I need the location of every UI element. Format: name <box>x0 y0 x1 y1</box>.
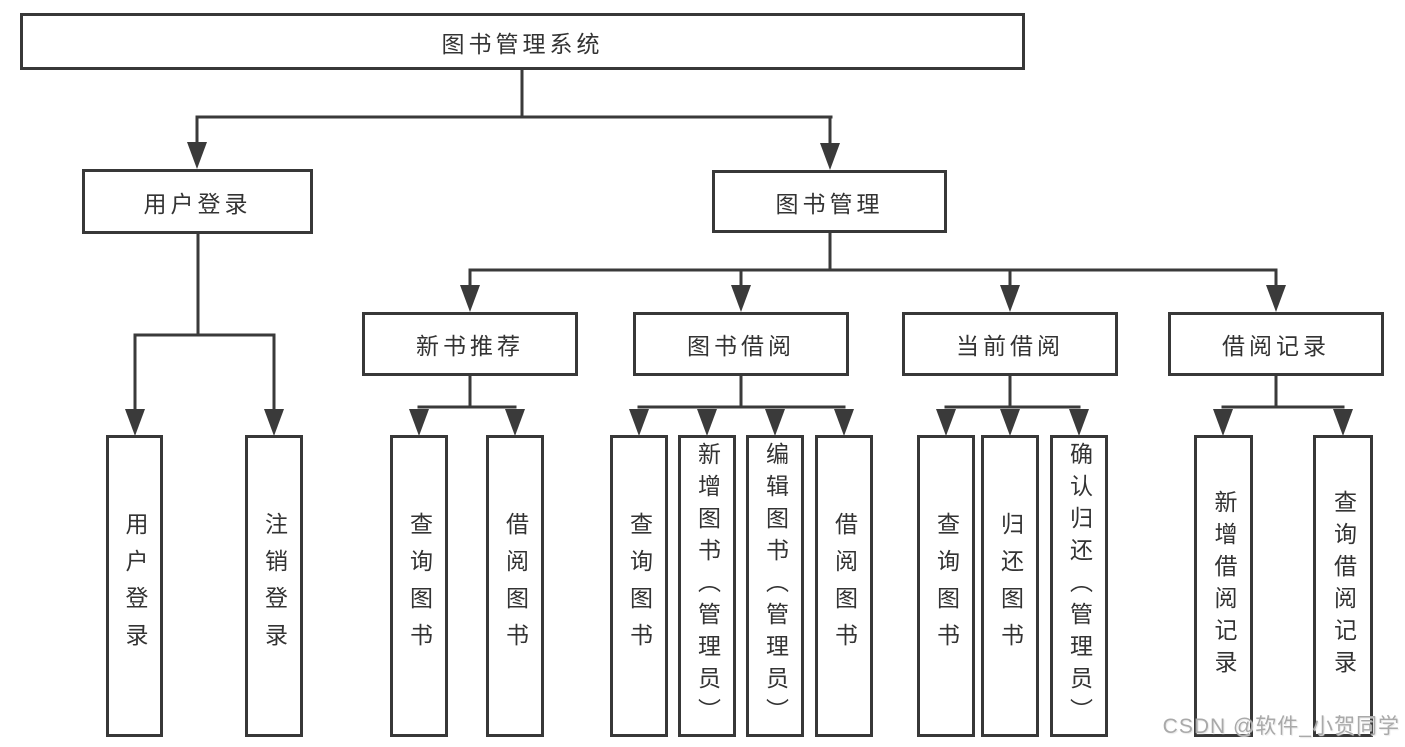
node-leaf-query-books: 查询图书 <box>390 435 448 737</box>
node-leaf-add-borrow-record: 新增借阅记录 <box>1194 435 1253 737</box>
node-new-book-recommend: 新书推荐 <box>362 312 578 376</box>
node-label: 借阅记录 <box>1222 333 1330 359</box>
node-leaf-edit-books-admin: 编辑图书（管理员） <box>746 435 804 737</box>
node-label: 借阅图书 <box>831 512 858 660</box>
node-label: 查询图书 <box>626 512 653 660</box>
node-leaf-user-login: 用户登录 <box>106 435 163 737</box>
node-label: 用户登录 <box>122 512 148 660</box>
node-label: 图书管理 <box>775 190 884 217</box>
node-label: 图书借阅 <box>687 333 795 359</box>
node-borrow-records: 借阅记录 <box>1168 312 1384 376</box>
node-label: 查询借阅记录 <box>1330 490 1357 682</box>
node-label: 查询图书 <box>406 512 433 660</box>
node-label: 确认归还（管理员） <box>1066 442 1093 730</box>
node-leaf-confirm-return-admin: 确认归还（管理员） <box>1050 435 1108 737</box>
node-label: 新增图书（管理员） <box>694 442 721 730</box>
node-label: 用户登录 <box>143 190 252 217</box>
arrowheads <box>125 142 1353 436</box>
node-label: 图书管理系统 <box>441 30 604 57</box>
node-label: 新书推荐 <box>416 333 524 359</box>
node-label: 查询图书 <box>933 512 960 660</box>
node-label: 新增借阅记录 <box>1211 490 1237 682</box>
node-leaf-borrow-books: 借阅图书 <box>815 435 873 737</box>
node-label: 当前借阅 <box>956 333 1064 359</box>
node-leaf-return-books: 归还图书 <box>981 435 1039 737</box>
node-current-borrow: 当前借阅 <box>902 312 1118 376</box>
node-label: 注销登录 <box>261 512 288 660</box>
node-leaf-logout: 注销登录 <box>245 435 303 737</box>
node-leaf-query-books: 查询图书 <box>610 435 668 737</box>
node-label: 编辑图书（管理员） <box>762 442 789 730</box>
node-library-management-system: 图书管理系统 <box>20 13 1025 70</box>
node-book-management: 图书管理 <box>712 170 947 233</box>
node-leaf-borrow-books: 借阅图书 <box>486 435 544 737</box>
node-book-borrow: 图书借阅 <box>633 312 849 376</box>
node-user-login: 用户登录 <box>82 169 313 234</box>
node-leaf-query-borrow-record: 查询借阅记录 <box>1313 435 1373 737</box>
node-label: 借阅图书 <box>502 512 529 660</box>
node-leaf-query-books: 查询图书 <box>917 435 975 737</box>
node-leaf-add-books-admin: 新增图书（管理员） <box>678 435 736 737</box>
node-label: 归还图书 <box>997 512 1024 660</box>
csdn-watermark: CSDN @软件_小贺同学 <box>1162 715 1400 738</box>
